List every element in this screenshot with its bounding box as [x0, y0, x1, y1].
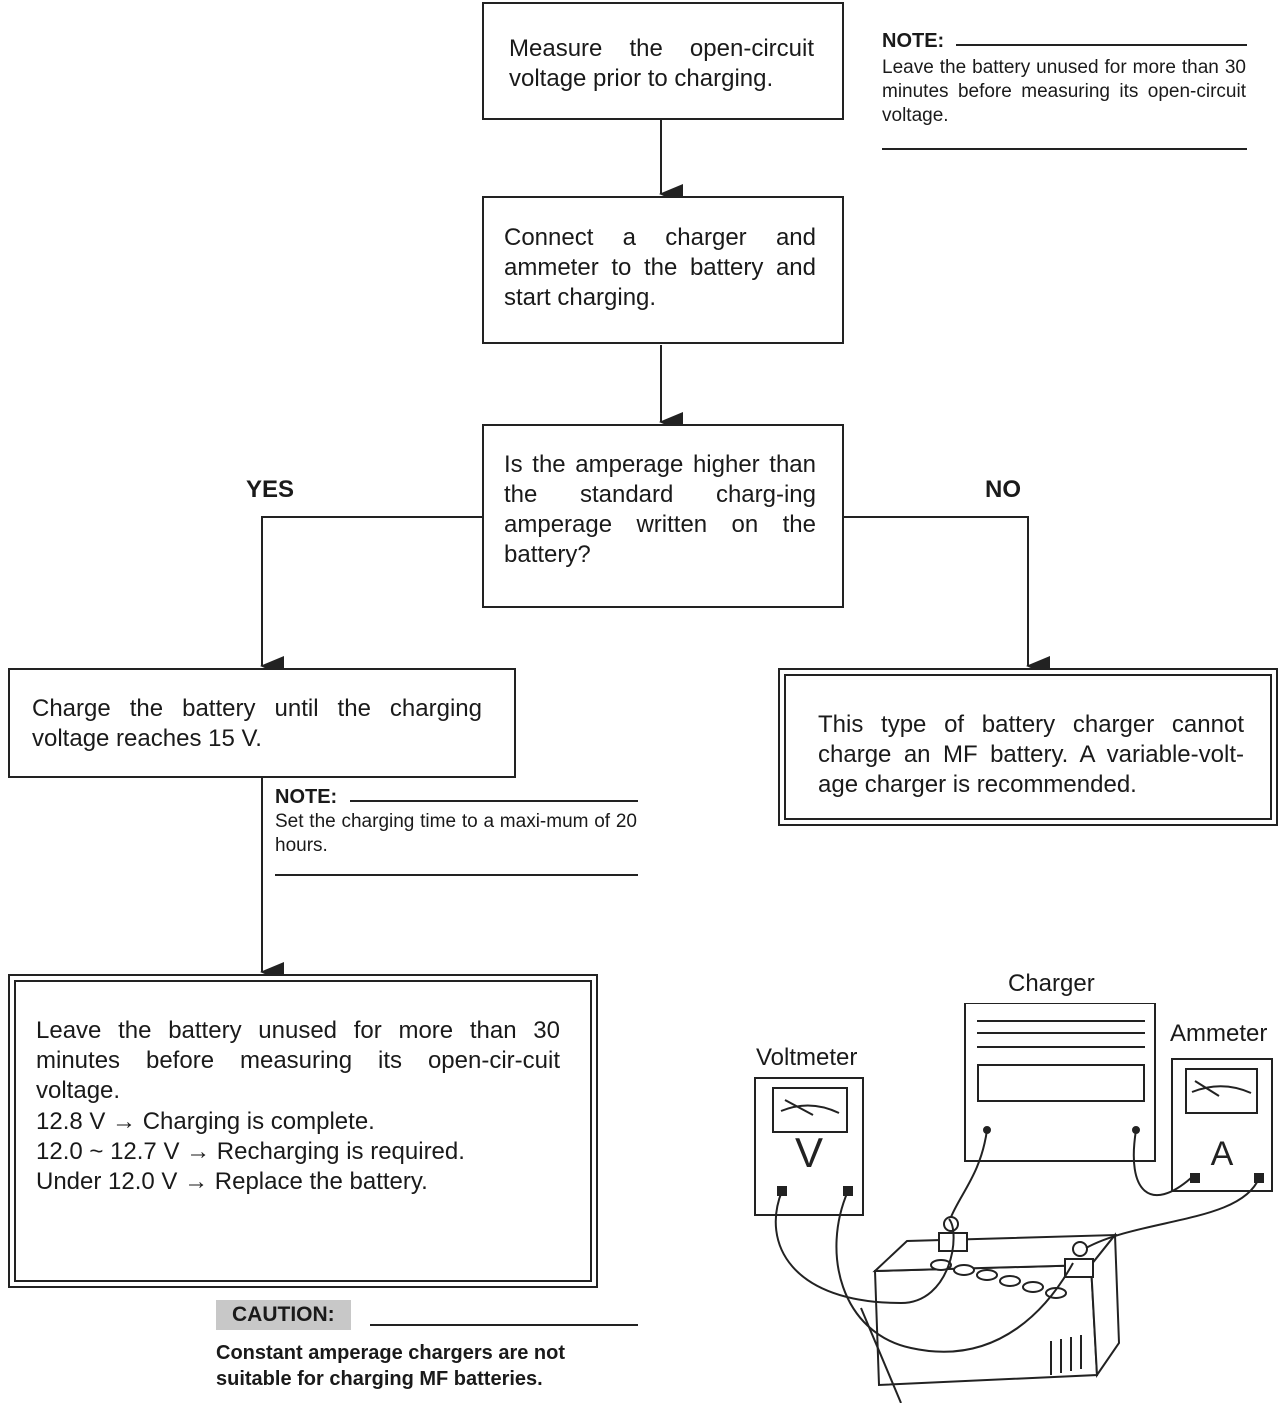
result-complete: 12.8 V → Charging is complete. — [36, 1108, 375, 1135]
caution-rule — [370, 1324, 638, 1326]
incompatible-charger-text: This type of battery charger cannot char… — [818, 711, 1244, 798]
step-measure-box: Measure the open-circuit voltage prior t… — [482, 2, 844, 120]
note-title: NOTE: — [275, 786, 338, 808]
voltmeter-icon — [754, 1077, 864, 1216]
caution-body: Constant amperage chargers are not suita… — [216, 1342, 565, 1390]
battery-charging-illustration: V A — [754, 1003, 1273, 1403]
note-title: NOTE: — [882, 30, 945, 52]
note-body: Set the charging time to a maxi-mum of 2… — [275, 811, 637, 856]
note-rule-top — [956, 44, 1247, 46]
voltmeter-label: Voltmeter — [756, 1044, 858, 1071]
step-connect-box: Connect a charger and ammeter to the bat… — [482, 196, 844, 344]
decision-text: Is the amperage higher than the standard… — [504, 451, 816, 568]
charger-icon — [964, 1003, 1156, 1162]
incompatible-charger-box: This type of battery charger cannot char… — [778, 668, 1278, 826]
note-rule-bottom — [882, 148, 1247, 150]
note-rule-top — [350, 800, 638, 802]
charge-step-text: Charge the battery until the charging vo… — [32, 695, 482, 752]
no-label: NO — [985, 476, 1021, 503]
ammeter-label: Ammeter — [1170, 1020, 1268, 1047]
ammeter-symbol: A — [1211, 1135, 1234, 1173]
voltmeter-symbol: V — [795, 1129, 823, 1176]
result-recharge: 12.0 ~ 12.7 V → Recharging is required. — [36, 1138, 465, 1165]
decision-box: Is the amperage higher than the standard… — [482, 424, 844, 608]
result-replace: Under 12.0 V → Replace the battery. — [36, 1168, 428, 1195]
final-check-box: Leave the battery unused for more than 3… — [8, 974, 598, 1288]
final-check-intro: Leave the battery unused for more than 3… — [36, 1017, 560, 1104]
step-connect-text: Connect a charger and ammeter to the bat… — [504, 224, 816, 311]
note-body: Leave the battery unused for more than 3… — [882, 57, 1246, 126]
note-rule-bottom — [275, 874, 638, 876]
charge-step-box: Charge the battery until the charging vo… — [8, 668, 516, 778]
step-measure-text: Measure the open-circuit voltage prior t… — [509, 35, 814, 92]
yes-label: YES — [246, 476, 295, 503]
caution-badge: CAUTION: — [216, 1300, 351, 1330]
charger-label: Charger — [1008, 970, 1095, 997]
